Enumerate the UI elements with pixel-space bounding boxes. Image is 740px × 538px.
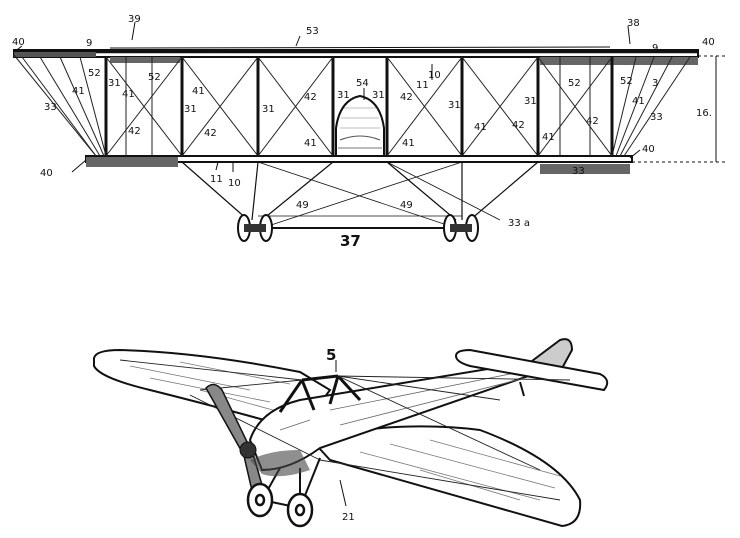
label-10: 10 [228,178,241,189]
dimension-line [632,55,728,163]
label-33: 33 [572,166,585,177]
wing-wires [119,359,571,501]
label-11: 11 [416,80,429,91]
label-31: 31 [524,96,537,107]
label-41: 41 [72,86,85,97]
label-38: 38 [627,18,640,29]
leader-arrows [13,21,641,173]
label-41: 41 [542,132,555,143]
label-31: 31 [372,90,385,101]
lower-wing [85,155,633,174]
label-40: 40 [40,168,53,179]
label-41: 41 [474,122,487,133]
label-11: 11 [210,174,223,185]
wheels [246,482,314,528]
label-33a: 33 a [508,218,530,229]
label-31: 31 [448,100,461,111]
label-9: 9 [652,43,658,54]
label-42: 42 [512,120,525,131]
wheels-front [237,214,479,242]
label-42: 42 [400,92,413,103]
right-wing [308,425,582,528]
label-54: 54 [356,78,369,89]
label-39: 39 [128,14,141,25]
front-view-biplane: 40 9 39 53 38 9 40 52 31 52 41 41 33 42 … [12,14,728,250]
cabane-pylon [278,374,362,413]
label-52: 52 [88,68,101,79]
label-52: 52 [148,72,161,83]
label-40: 40 [642,144,655,155]
label-53: 53 [306,26,319,37]
label-31: 31 [108,78,121,89]
label-40: 40 [12,37,25,48]
label-10: 10 [428,70,441,81]
interplane-struts [104,57,614,156]
label-42: 42 [128,126,141,137]
label-33: 33 [44,102,57,113]
label-42: 42 [204,128,217,139]
landing-gear-front [181,161,539,229]
label-49: 49 [296,200,309,211]
label-42: 42 [586,116,599,127]
label-3: 3 [652,78,658,89]
label-41: 41 [402,138,415,149]
label-31: 31 [337,90,350,101]
overhang-wires [13,54,691,157]
label-40: 40 [702,37,715,48]
label-41: 41 [192,86,205,97]
label-31: 31 [262,104,275,115]
label-16: 16. [696,108,712,119]
label-31: 31 [184,104,197,115]
label-42: 42 [304,92,317,103]
label-33: 33 [650,112,663,123]
figure-caption: 37 [340,232,361,250]
monoplane-perspective: 5 21 [93,338,609,528]
part-number-labels: 40 9 39 53 38 9 40 52 31 52 41 41 33 42 … [12,14,715,229]
fuselage-front [335,94,385,157]
upper-wing [13,46,699,65]
label-52: 52 [620,76,633,87]
label-49: 49 [400,200,413,211]
cross-bracing-wires [105,56,613,157]
label-41: 41 [632,96,645,107]
label-21: 21 [342,512,355,523]
label-5: 5 [326,346,336,364]
label-41: 41 [304,138,317,149]
label-9: 9 [86,38,92,49]
label-41: 41 [122,89,135,100]
label-52: 52 [568,78,581,89]
